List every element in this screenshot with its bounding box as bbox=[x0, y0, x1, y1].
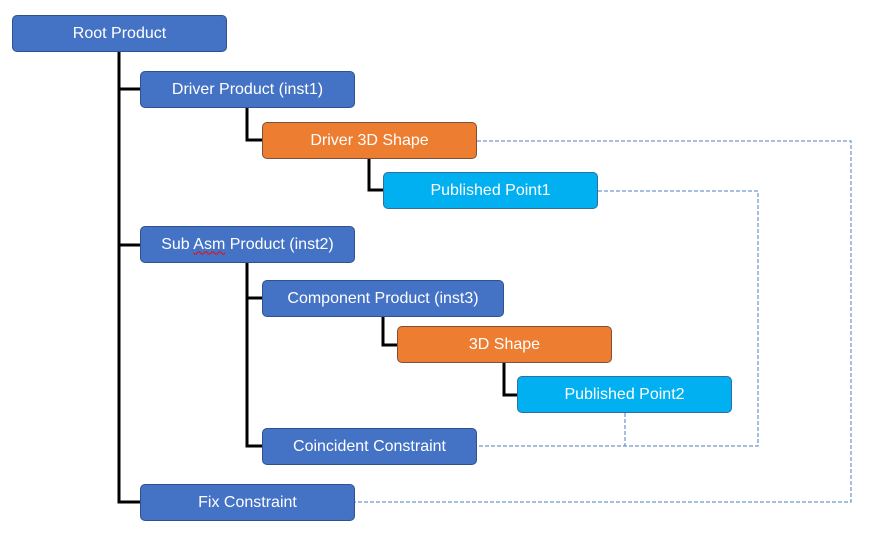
node-root-product[interactable]: Root Product bbox=[12, 15, 227, 52]
link-driver-shape-to-fix bbox=[355, 140, 852, 503]
node-driver-product[interactable]: Driver Product (inst1) bbox=[140, 71, 355, 108]
node-label: Coincident Constraint bbox=[293, 437, 446, 455]
node-published-point1[interactable]: Published Point1 bbox=[383, 172, 598, 209]
node-3d-shape[interactable]: 3D Shape bbox=[397, 326, 612, 363]
node-label: Root Product bbox=[72, 24, 167, 42]
node-label: 3D Shape bbox=[468, 335, 541, 353]
node-published-point2[interactable]: Published Point2 bbox=[517, 376, 732, 413]
connector-driver-product-shape bbox=[245, 108, 262, 142]
node-label: Component Product (inst3) bbox=[287, 289, 479, 307]
node-fix-constraint[interactable]: Fix Constraint bbox=[140, 484, 355, 521]
node-driver-3d-shape[interactable]: Driver 3D Shape bbox=[262, 122, 477, 159]
hierarchy-connectors bbox=[117, 52, 517, 504]
label-part: Product (inst2) bbox=[225, 235, 334, 253]
node-component-product[interactable]: Component Product (inst3) bbox=[262, 280, 504, 317]
link-point1-to-coincident bbox=[477, 190, 759, 447]
connector-shape-point2 bbox=[502, 363, 517, 397]
node-label: Driver 3D Shape bbox=[310, 131, 429, 149]
connector-root-children bbox=[117, 52, 140, 504]
node-label: Driver Product (inst1) bbox=[171, 80, 324, 98]
node-label: Sub Asm Product (inst2) bbox=[161, 236, 334, 254]
node-label: Published Point2 bbox=[564, 385, 685, 403]
connector-driver-shape-point1 bbox=[367, 159, 383, 192]
connector-component-shape bbox=[381, 317, 397, 347]
node-label: Fix Constraint bbox=[198, 493, 297, 511]
node-label: Published Point1 bbox=[430, 181, 551, 199]
spellcheck-underlined-word: Asm bbox=[193, 235, 226, 253]
constraint-links bbox=[355, 140, 852, 503]
node-sub-asm-product[interactable]: Sub Asm Product (inst2) bbox=[140, 226, 355, 263]
node-coincident-constraint[interactable]: Coincident Constraint bbox=[262, 428, 477, 465]
label-part: Sub bbox=[161, 235, 194, 253]
connector-subasm-children bbox=[245, 263, 262, 448]
